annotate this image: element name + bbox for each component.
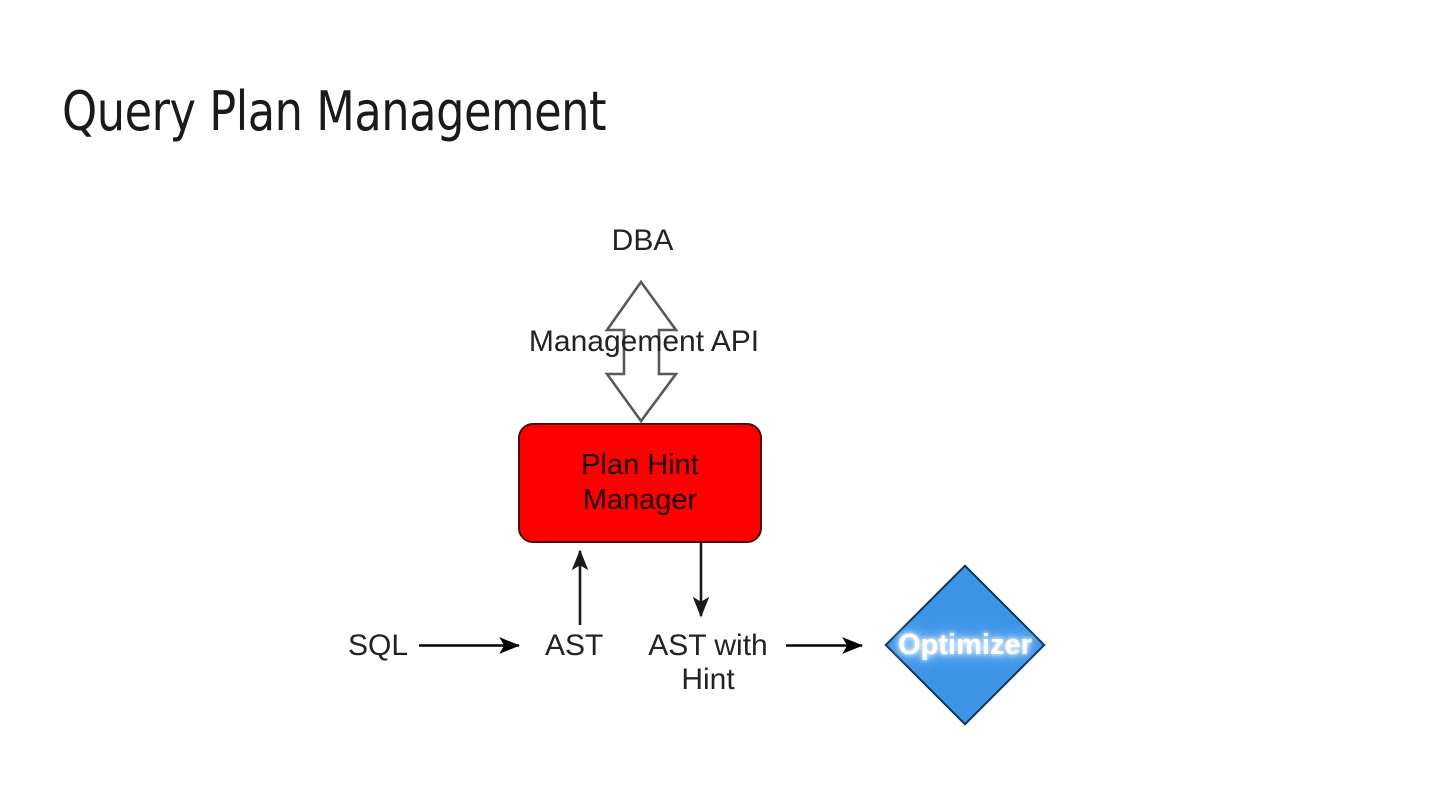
- node-label-plan-hint-manager: Plan Hint Manager: [581, 448, 699, 516]
- node-plan-hint-manager[interactable]: Plan Hint Manager: [518, 423, 762, 543]
- node-label-sql: SQL: [348, 629, 409, 662]
- node-label-ast-with-hint: AST with Hint: [648, 629, 768, 696]
- node-label-management-api: Management API: [528, 325, 760, 358]
- node-label-ast: AST: [545, 629, 604, 662]
- node-label-dba: DBA: [611, 224, 674, 257]
- node-label-optimizer: Optimizer: [898, 629, 1032, 661]
- page-title: Query Plan Management: [62, 80, 607, 143]
- edge-dba-management-api-arrow: [604, 279, 679, 424]
